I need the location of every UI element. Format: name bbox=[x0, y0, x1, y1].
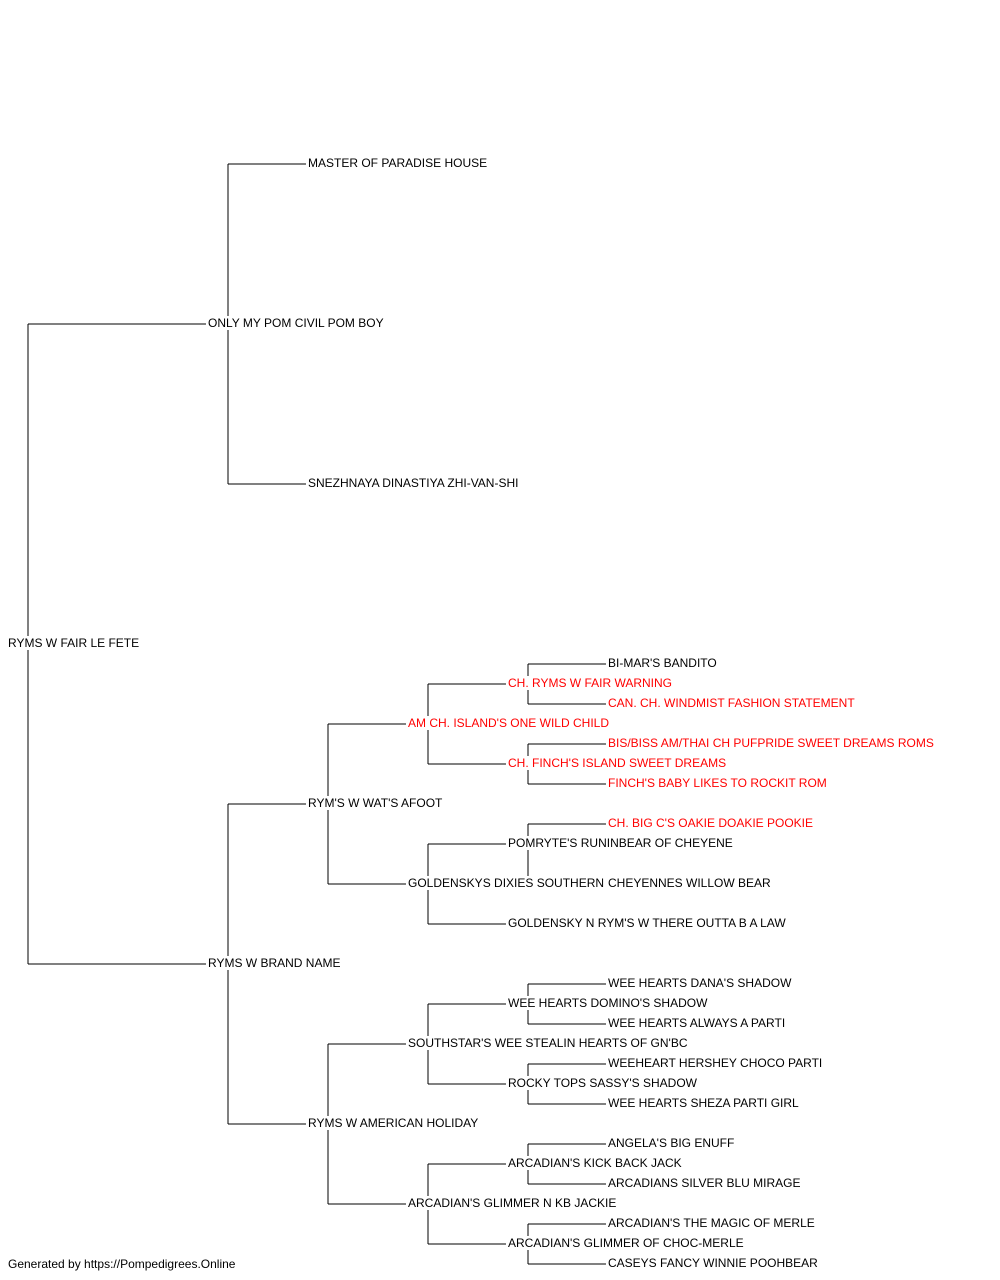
pedigree-entry-gen0-subject: RYMS W FAIR LE FETE bbox=[8, 636, 140, 650]
pedigree-entry-gen4-dsdd: GOLDENSKY N RYM'S W THERE OUTTA B A LAW bbox=[508, 916, 786, 930]
pedigree-entry-gen3-dsd: GOLDENSKYS DIXIES SOUTHERN BELL bbox=[408, 876, 637, 890]
pedigree-entry-gen5-dddss: ANGELA'S BIG ENUFF bbox=[608, 1136, 735, 1150]
pedigree-entry-gen4-ddss: WEE HEARTS DOMINO'S SHADOW bbox=[508, 996, 708, 1010]
pedigree-entry-gen5-dsdsd: CHEYENNES WILLOW BEAR bbox=[608, 876, 771, 890]
pedigree-entry-gen3-dds: SOUTHSTAR'S WEE STEALIN HEARTS OF GN'BC bbox=[408, 1036, 688, 1050]
pedigree-entry-gen5-ddsss: WEE HEARTS DANA'S SHADOW bbox=[608, 976, 792, 990]
pedigree-entry-gen5-dddsd: ARCADIANS SILVER BLU MIRAGE bbox=[608, 1176, 801, 1190]
pedigree-entry-gen5-dssds: BIS/BISS AM/THAI CH PUFPRIDE SWEET DREAM… bbox=[608, 736, 934, 750]
pedigree-entry-gen5-ddddd: CASEYS FANCY WINNIE POOHBEAR bbox=[608, 1256, 818, 1270]
pedigree-entry-gen5-ddsds: WEEHEART HERSHEY CHOCO PARTI bbox=[608, 1056, 823, 1070]
pedigree-entry-gen2-sd: SNEZHNAYA DINASTIYA ZHI-VAN-SHI bbox=[308, 476, 519, 490]
pedigree-entry-gen5-ddssd: WEE HEARTS ALWAYS A PARTI bbox=[608, 1016, 786, 1030]
pedigree-entry-gen2-ss: MASTER OF PARADISE HOUSE bbox=[308, 156, 488, 170]
pedigree-entry-gen4-ddds: ARCADIAN'S KICK BACK JACK bbox=[508, 1156, 682, 1170]
footer-credit: Generated by https://Pompedigrees.Online bbox=[8, 1257, 236, 1271]
pedigree-entry-gen1-s: ONLY MY POM CIVIL POM BOY bbox=[208, 316, 384, 330]
pedigree-entry-gen3-ddd: ARCADIAN'S GLIMMER N KB JACKIE bbox=[408, 1196, 617, 1210]
pedigree-entry-gen5-dsdss: CH. BIG C'S OAKIE DOAKIE POOKIE bbox=[608, 816, 814, 830]
pedigree-entry-gen5-ddsdd: WEE HEARTS SHEZA PARTI GIRL bbox=[608, 1096, 799, 1110]
pedigree-entry-gen4-dsds: POMRYTE'S RUNINBEAR OF CHEYENE bbox=[508, 836, 733, 850]
pedigree-entry-gen4-dsss: CH. RYMS W FAIR WARNING bbox=[508, 676, 673, 690]
pedigree-entry-gen5-dssdd: FINCH'S BABY LIKES TO ROCKIT ROM bbox=[608, 776, 827, 790]
pedigree-entry-gen5-dssss: BI-MAR'S BANDITO bbox=[608, 656, 717, 670]
pedigree-entry-gen4-dssd: CH. FINCH'S ISLAND SWEET DREAMS bbox=[508, 756, 727, 770]
pedigree-entry-gen2-ds: RYM'S W WAT'S AFOOT bbox=[308, 796, 443, 810]
pedigree-entry-gen1-d: RYMS W BRAND NAME bbox=[208, 956, 341, 970]
pedigree-entry-gen3-dss: AM CH. ISLAND'S ONE WILD CHILD bbox=[408, 716, 609, 730]
pedigree-entry-gen5-dsssd: CAN. CH. WINDMIST FASHION STATEMENT bbox=[608, 696, 855, 710]
pedigree-entry-gen4-ddsd: ROCKY TOPS SASSY'S SHADOW bbox=[508, 1076, 698, 1090]
pedigree-entry-gen5-dddds: ARCADIAN'S THE MAGIC OF MERLE bbox=[608, 1216, 815, 1230]
pedigree-entry-gen4-dddd: ARCADIAN'S GLIMMER OF CHOC-MERLE bbox=[508, 1236, 744, 1250]
pedigree-entry-gen2-dd: RYMS W AMERICAN HOLIDAY bbox=[308, 1116, 479, 1130]
